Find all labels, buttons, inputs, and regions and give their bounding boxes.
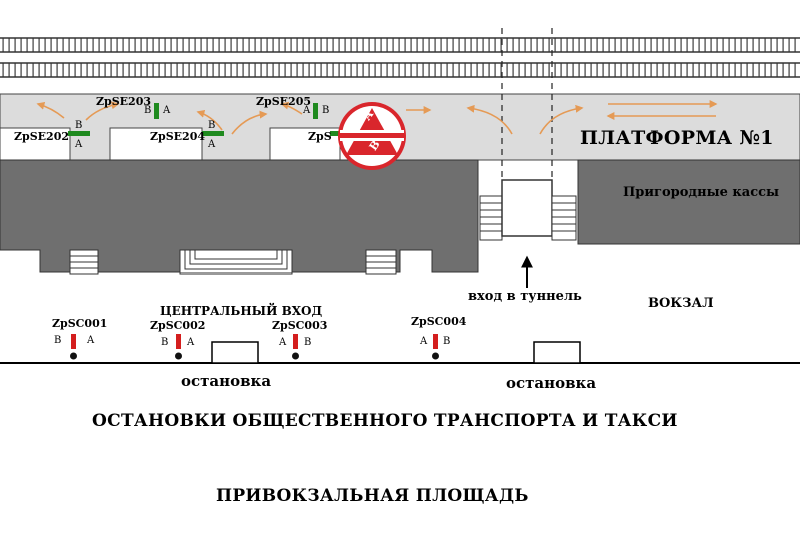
gate-b-sc002: B	[161, 337, 169, 348]
central-entrance-label: ЦЕНТРАЛЬНЫЙ ВХОД	[160, 304, 323, 318]
gate-bar-sc004	[433, 334, 438, 349]
suburban-ticket-office	[577, 159, 800, 245]
gate-bar-se204	[202, 131, 224, 136]
gate-a-sc003: A	[279, 337, 287, 348]
gate-a-se205: A	[303, 105, 311, 116]
gate-bar-sc003	[293, 334, 298, 349]
gate-a-sc002: A	[187, 337, 195, 348]
gate-a-sc004: A	[420, 336, 428, 347]
gate-bar-se203	[154, 103, 159, 119]
bus-shelter-2	[533, 341, 581, 364]
gate-code-se202: ZpSE202	[14, 130, 70, 143]
gate-code-se205: ZpSE205	[256, 95, 312, 108]
gate-code-sc003: ZpSC003	[272, 319, 328, 332]
platform-area-1	[0, 127, 71, 161]
gate-a-se203: A	[163, 105, 171, 116]
gate-a-sc001: A	[87, 335, 95, 346]
station-building	[0, 159, 479, 273]
square-title: ПРИВОКЗАЛЬНАЯ ПЛОЩАДЬ	[216, 486, 529, 506]
direction-sign-icon	[338, 102, 406, 170]
platform-title: ПЛАТФОРМА №1	[580, 127, 774, 149]
gate-b-sc004: B	[443, 336, 451, 347]
gate-code-se203: ZpSE203	[96, 95, 152, 108]
suburban-tickets-label: Пригородные кассы	[623, 185, 780, 200]
track-2	[0, 63, 800, 77]
bus-shelter-1	[211, 341, 259, 364]
gate-b-se204: B	[208, 120, 216, 131]
gate-b-se205: B	[322, 105, 330, 116]
gate-bar-se202	[68, 131, 90, 136]
gate-code-se206: ZpS	[308, 130, 332, 143]
bus-stop-label-1: остановка	[181, 372, 272, 390]
platform-area-2	[109, 127, 203, 161]
gate-a-se204: A	[208, 139, 216, 150]
front-stairs	[69, 249, 397, 275]
walking-arrows	[36, 100, 718, 135]
gate-b-sc001: B	[54, 335, 62, 346]
track-1	[0, 38, 800, 52]
gate-a-se202: A	[75, 139, 83, 150]
gate-bar-sc001	[71, 334, 76, 349]
station-building-label: ВОКЗАЛ	[648, 296, 714, 311]
central-entrance-gap	[180, 250, 292, 272]
gate-b-se203: B	[144, 105, 152, 116]
tunnel-entrance-label: вход в туннель	[468, 289, 582, 304]
gate-code-se204: ZpSE204	[150, 130, 206, 143]
entrance-gate-bars	[70, 334, 439, 360]
gate-b-sc003: B	[304, 337, 312, 348]
transport-title: ОСТАНОВКИ ОБЩЕСТВЕННОГО ТРАНСПОРТА И ТАК…	[92, 411, 678, 431]
gate-code-sc002: ZpSC002	[150, 319, 206, 332]
gate-b-se202: B	[75, 120, 83, 131]
gate-bar-se205	[313, 103, 318, 119]
tunnel-stairs	[479, 28, 577, 241]
railway-tracks	[0, 37, 800, 78]
bus-stop-label-2: остановка	[506, 374, 597, 392]
gate-code-sc004: ZpSC004	[411, 315, 467, 328]
gate-code-sc001: ZpSC001	[52, 317, 108, 330]
gate-bar-sc002	[176, 334, 181, 349]
